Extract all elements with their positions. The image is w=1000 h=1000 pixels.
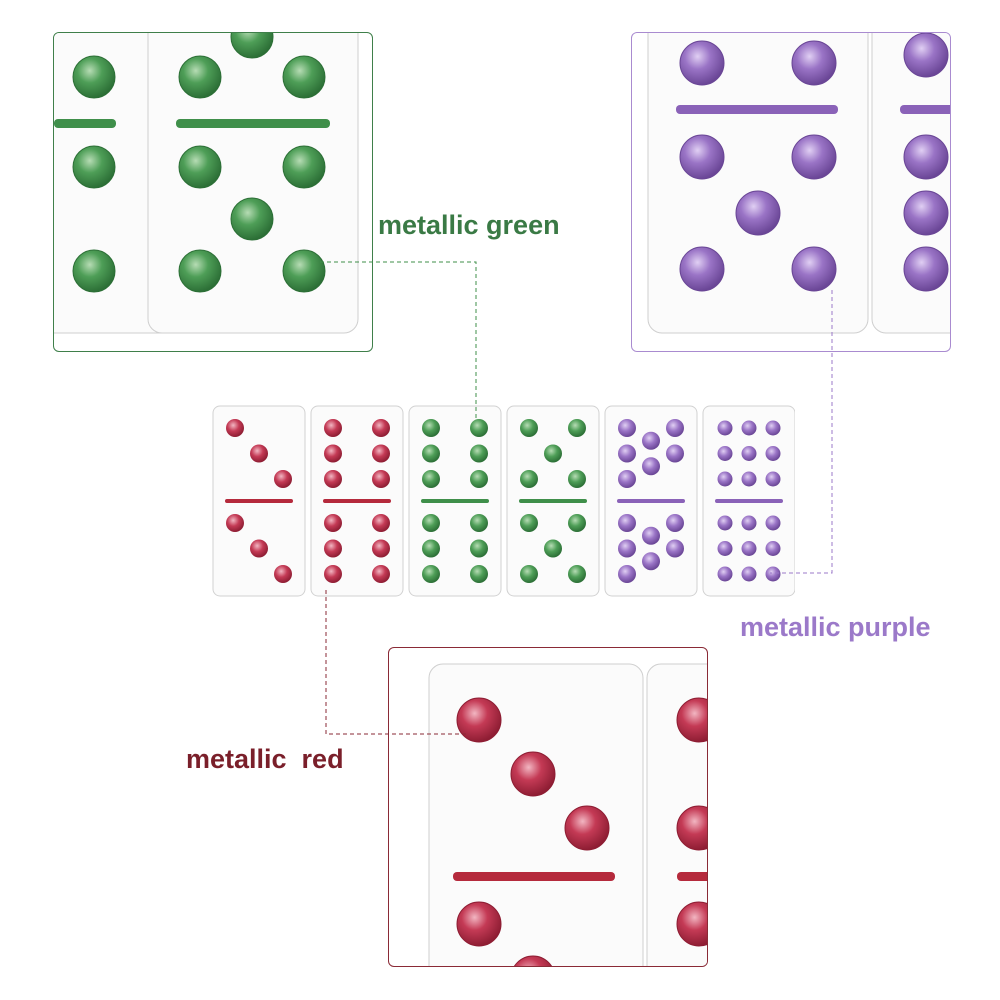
- domino-pip: [717, 420, 733, 436]
- domino-pip: [765, 446, 781, 461]
- domino-pip: [741, 515, 757, 531]
- domino-pip: [520, 565, 538, 583]
- domino-pip: [470, 419, 488, 437]
- domino-pip: [470, 565, 488, 583]
- green-label: metallic green: [378, 210, 560, 240]
- domino-pip: [372, 565, 390, 583]
- purple-closeup-tile-left: [647, 33, 869, 334]
- domino-pip: [642, 526, 660, 545]
- domino-pip: [568, 514, 586, 532]
- domino-pip: [741, 541, 757, 556]
- domino-pip: [618, 539, 636, 558]
- purple-domino-closeup: [647, 33, 950, 334]
- domino-pip: [372, 444, 390, 463]
- domino-pip: [422, 470, 440, 488]
- domino-pip: [618, 444, 636, 463]
- domino-pip: [470, 539, 488, 558]
- domino-pip: [372, 470, 390, 488]
- domino-divider: [225, 499, 293, 503]
- domino-pip: [324, 514, 342, 532]
- domino-pip: [324, 444, 342, 463]
- domino-pip: [642, 552, 660, 571]
- red-domino-closeup: [428, 663, 707, 966]
- domino-pip: [324, 565, 342, 583]
- domino-pip: [324, 419, 342, 437]
- domino-strip: [205, 400, 795, 605]
- purple-label: metallic purple: [740, 612, 931, 642]
- domino-pip: [274, 470, 292, 488]
- domino-pip: [666, 514, 684, 532]
- domino-pip: [324, 470, 342, 488]
- domino-pip: [717, 446, 733, 461]
- domino-pip: [226, 419, 244, 437]
- domino-pip: [372, 539, 390, 558]
- green-domino-closeup: [54, 33, 359, 334]
- domino-pip: [422, 565, 440, 583]
- domino-divider: [715, 499, 783, 503]
- domino-pip: [568, 565, 586, 583]
- domino-strip-graphic: [212, 405, 795, 597]
- domino-pip: [250, 444, 268, 463]
- domino-pip: [372, 419, 390, 437]
- domino-pip: [520, 514, 538, 532]
- red-label: metallic red: [186, 744, 344, 774]
- domino-pip: [250, 539, 268, 558]
- domino-pip: [544, 539, 562, 558]
- domino-pip: [520, 470, 538, 488]
- domino-pip: [717, 515, 733, 531]
- domino-pip: [642, 457, 660, 476]
- green-zoom-panel: [53, 32, 373, 352]
- domino-pip: [568, 419, 586, 437]
- domino-pip: [544, 444, 562, 463]
- domino-pip: [274, 565, 292, 583]
- domino-pip: [618, 514, 636, 532]
- domino-divider: [323, 499, 391, 503]
- domino-pip: [470, 470, 488, 488]
- domino-pip: [741, 471, 757, 487]
- red-zoom-panel: [388, 647, 708, 967]
- domino-pip: [422, 419, 440, 437]
- domino-pip: [372, 514, 390, 532]
- domino-divider: [421, 499, 489, 503]
- domino-pip: [618, 470, 636, 488]
- domino-pip: [324, 539, 342, 558]
- domino-pip: [765, 471, 781, 487]
- domino-pip: [618, 419, 636, 437]
- domino-divider: [519, 499, 587, 503]
- domino-pip: [618, 565, 636, 583]
- domino-pip: [422, 444, 440, 463]
- domino-pip: [520, 419, 538, 437]
- domino-pip: [666, 419, 684, 437]
- domino-pip: [642, 431, 660, 450]
- purple-closeup-tile-right: [871, 33, 950, 334]
- purple-zoom-panel: [631, 32, 951, 352]
- domino-pip: [741, 446, 757, 461]
- domino-pip: [422, 539, 440, 558]
- domino-pip: [226, 514, 244, 532]
- domino-pip: [717, 471, 733, 487]
- domino-pip: [741, 420, 757, 436]
- domino-pip: [666, 444, 684, 463]
- domino-pip: [666, 539, 684, 558]
- domino-pip: [765, 420, 781, 436]
- domino-pip: [765, 515, 781, 531]
- domino-pip: [765, 541, 781, 556]
- domino-pip: [568, 470, 586, 488]
- domino-pip: [422, 514, 440, 532]
- domino-pip: [741, 566, 757, 582]
- domino-pip: [765, 566, 781, 582]
- domino-pip: [470, 444, 488, 463]
- domino-pip: [470, 514, 488, 532]
- domino-pip: [717, 566, 733, 582]
- domino-divider: [617, 499, 685, 503]
- domino-pip: [717, 541, 733, 556]
